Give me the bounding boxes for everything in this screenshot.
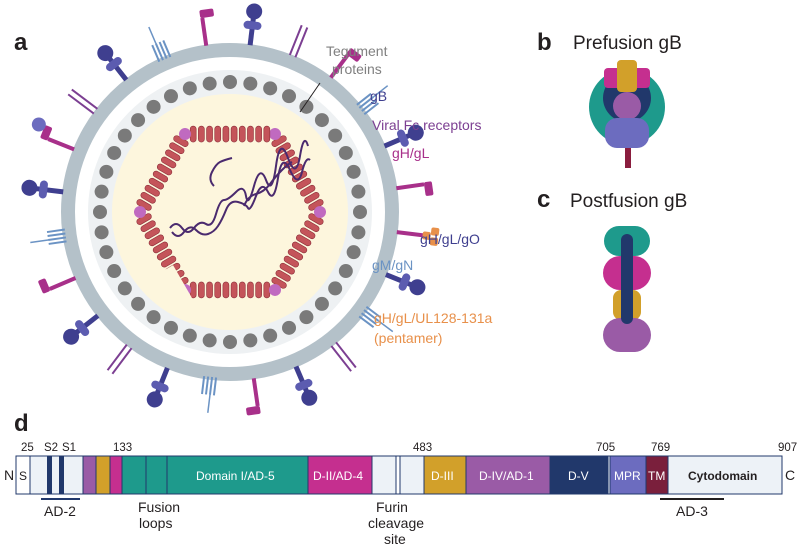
domain-I-label: Domain I/AD-5 [196,469,275,483]
pos-s1: S1 [62,442,76,454]
panel-a-letter: a [14,29,28,56]
domain-mpr-label: MPR [614,469,641,483]
site-s2 [47,456,52,494]
ad2-label: AD-2 [44,503,76,519]
pos-769: 769 [651,442,670,454]
domain-III [423,455,467,495]
label-tegument-1: Tegument [326,43,388,59]
panel-c-title: Postfusion gB [570,191,687,212]
label-gmgn: gM/gN [372,257,413,273]
panel-b-title: Prefusion gB [573,33,682,54]
capsid [134,125,326,307]
domain-tm [645,455,669,495]
panel-a: a Tegument proteins gB Viral Fc receptor… [14,3,493,416]
fusion-label-1: Fusion [138,499,180,515]
segment-magenta [109,455,123,495]
panel-c: c Postfusion gB [537,186,687,352]
panel-d-letter: d [14,410,29,437]
label-pentamer-1: gH/gL/UL128-131a [374,310,493,326]
domain-IV-label: D-IV/AD-1 [479,469,534,483]
pos-705: 705 [596,442,615,454]
label-gB: gB [370,88,387,104]
domain-II-label: D-II/AD-4 [313,469,363,483]
envelope-glycoproteins [21,3,440,416]
c-terminus: C [785,467,795,483]
panel-b-letter: b [537,29,552,56]
label-ghglgo: gH/gL/gO [420,231,480,247]
capsid-region [112,94,348,330]
pos-483: 483 [413,442,432,454]
pos-s2: S2 [44,442,58,454]
panel-b: b Prefusion gB [537,29,682,168]
prefusion-gB-model [589,60,665,168]
domain-cyto-label: Cytodomain [688,469,757,483]
pos-907: 907 [778,442,797,454]
label-viral-fc: Viral Fc receptors [372,117,481,133]
domain-signal-peptide [15,455,31,495]
furin-label-3: site [384,531,406,547]
fusion-label-2: loops [139,515,172,531]
domain-III-label: D-III [431,469,454,483]
viral-genome [169,139,311,237]
segment-lilac [82,455,97,495]
domain-II-ad4 [307,455,373,495]
domain-tm-label: TM [648,469,665,483]
pos-133: 133 [113,442,132,454]
domain-s-label: S [19,469,27,483]
site-s1 [59,456,64,494]
label-tegument-2: proteins [332,61,382,77]
segment-gold [95,455,111,495]
furin-site-marker [395,455,401,495]
n-terminus: N [4,467,14,483]
panel-c-letter: c [537,186,550,213]
furin-label-1: Furin [376,499,408,515]
pos-25: 25 [21,442,34,454]
panel-d: d 25 S2 S1 133 483 705 769 907 N C S Dom… [4,410,797,547]
domain-V [549,455,609,495]
ad3-label: AD-3 [676,503,708,519]
domain-V-label: D-V [568,469,589,483]
tegument-leader-line [299,82,321,113]
furin-label-2: cleavage [368,515,424,531]
label-ghgl: gH/gL [392,145,430,161]
label-pentamer-2: (pentamer) [374,330,442,346]
postfusion-gB-model [603,226,651,352]
